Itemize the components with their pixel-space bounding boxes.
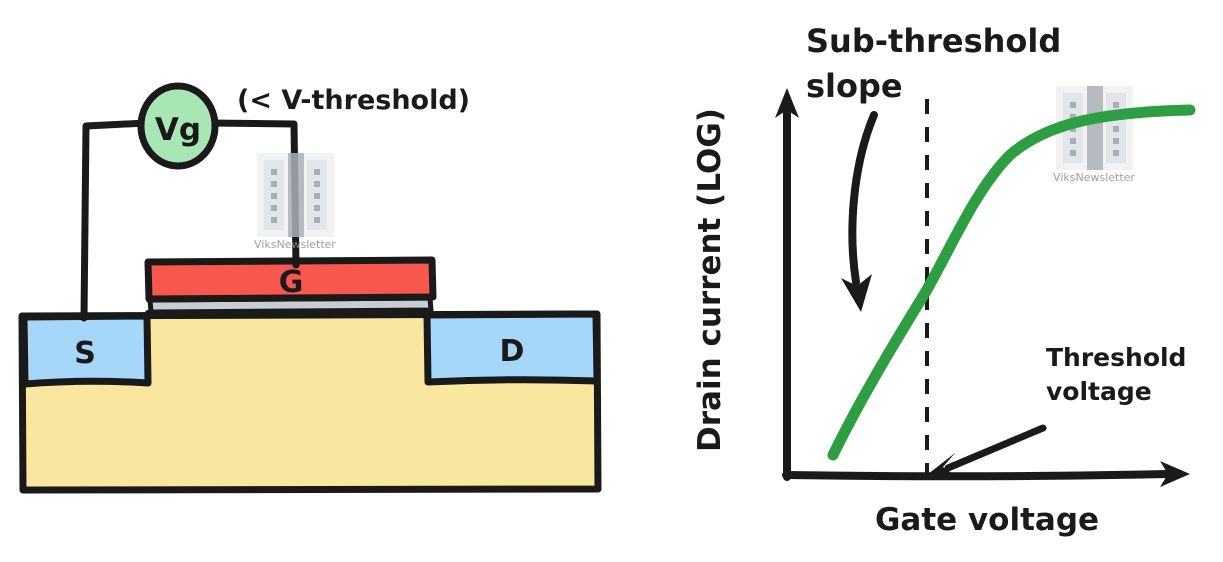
subthreshold-slope-arrow [841, 111, 878, 312]
watermark-device: ViksNewsletter [254, 153, 336, 251]
watermark-chart: ViksNewsletter [1053, 86, 1135, 184]
watermark-chart-label: ViksNewsletter [1053, 171, 1135, 184]
watermark-device-label: ViksNewsletter [254, 238, 336, 251]
gate-voltage-source-label: Vg [155, 112, 201, 148]
gate-label: G [279, 265, 304, 300]
source-label: S [74, 336, 96, 371]
y-axis [775, 88, 799, 481]
threshold-voltage-label-line1: Threshold [1046, 343, 1186, 372]
threshold-voltage-arrow [923, 424, 1047, 478]
threshold-voltage-label-line2: voltage [1046, 377, 1152, 406]
drain-region [423, 310, 601, 386]
gate-bias-note: (< V-threshold) [237, 85, 470, 116]
source-region [20, 312, 152, 388]
gate-voltage-source-symbol [137, 82, 219, 170]
drain-label: D [500, 334, 525, 369]
y-axis-label: Drain current (LOG) [692, 108, 728, 452]
subthreshold-slope-label-line1: Sub-threshold [806, 22, 1061, 60]
source-to-source-wire [80, 119, 150, 322]
gate-metal [144, 256, 437, 303]
drain-current-curve [827, 104, 1196, 461]
x-axis-label: Gate voltage [875, 502, 1099, 538]
x-axis [782, 461, 1190, 487]
subthreshold-slope-label-line2: slope [806, 67, 903, 105]
